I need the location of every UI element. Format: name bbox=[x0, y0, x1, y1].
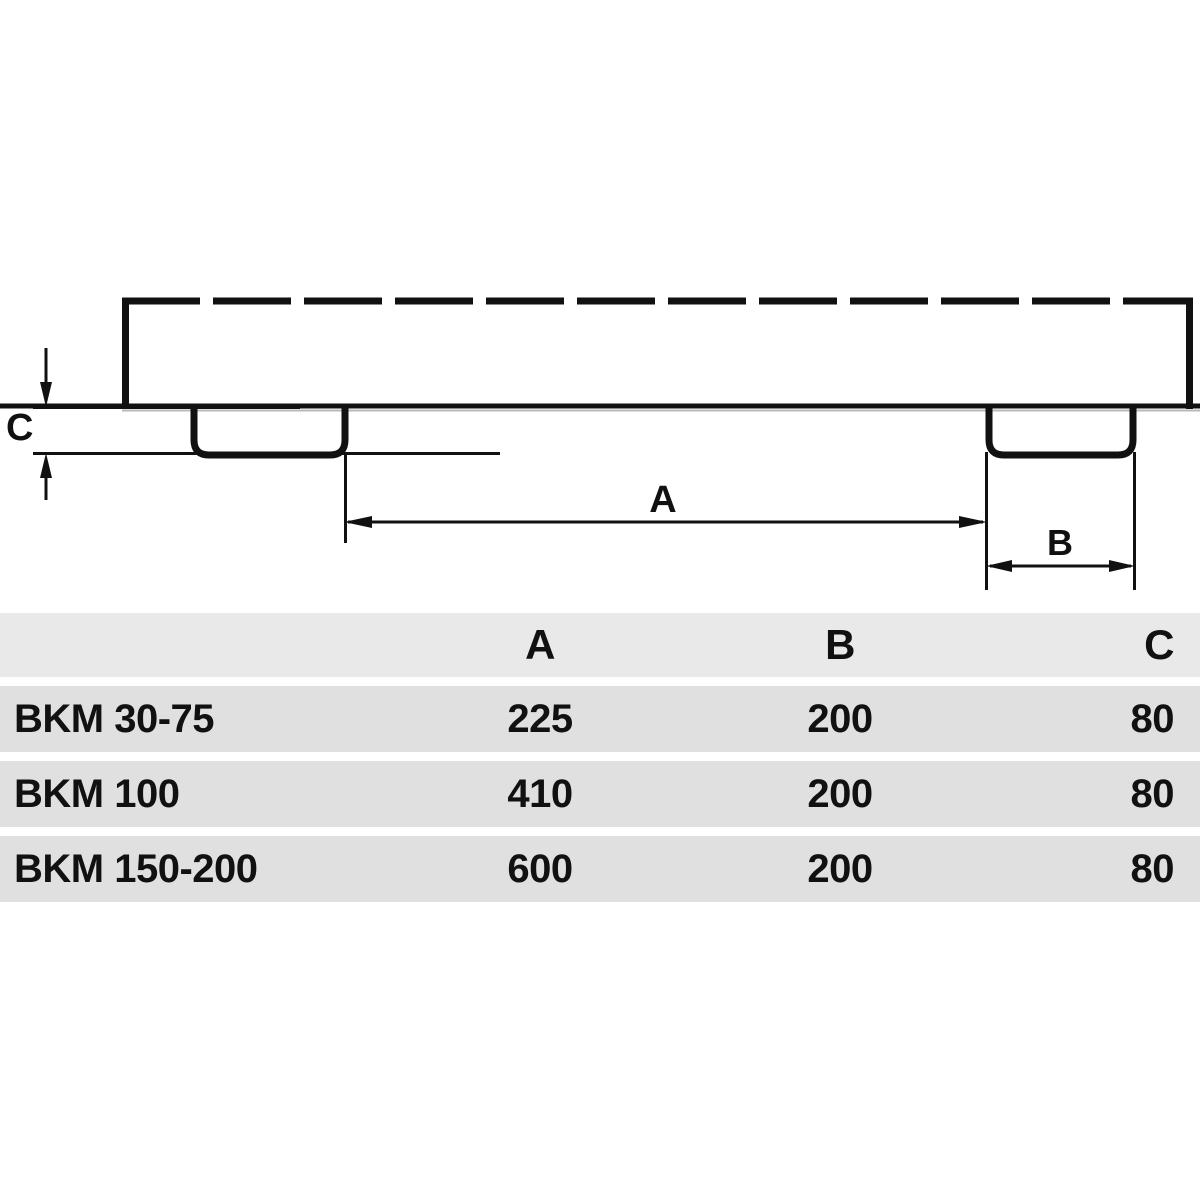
a-dimension-label: A bbox=[649, 479, 676, 521]
row-model-name: BKM 150-200 bbox=[14, 846, 258, 891]
row-model-name: BKM 30-75 bbox=[14, 696, 215, 741]
row-model-name: BKM 100 bbox=[14, 771, 180, 816]
right-foot-profile bbox=[985, 406, 1137, 459]
table-row: BKM 150-200 600 200 80 bbox=[0, 836, 1200, 902]
header-cell-b: B bbox=[825, 621, 855, 668]
table-header-row: A B C bbox=[0, 613, 1200, 677]
header-cell-c: C bbox=[1144, 621, 1174, 668]
row-value-a: 600 bbox=[507, 846, 573, 891]
row-value-b: 200 bbox=[807, 846, 873, 891]
row-value-a: 225 bbox=[507, 696, 573, 741]
table-row: BKM 30-75 225 200 80 bbox=[0, 686, 1200, 752]
row-value-b: 200 bbox=[807, 696, 873, 741]
dimension-table: A B C BKM 30-75 225 200 80 BKM 100 410 2… bbox=[0, 613, 1200, 911]
b-arrow-head-right bbox=[1109, 560, 1135, 572]
row-value-c: 80 bbox=[1130, 696, 1175, 741]
c-arrow-lower-head bbox=[40, 453, 52, 478]
technical-drawing: C A B bbox=[0, 297, 1200, 590]
b-dimension-label: B bbox=[1047, 522, 1073, 563]
a-arrow-head-right bbox=[959, 516, 987, 528]
header-cell-model bbox=[14, 613, 494, 677]
header-cell-a: A bbox=[525, 621, 555, 668]
table-row: BKM 100 410 200 80 bbox=[0, 761, 1200, 827]
row-value-c: 80 bbox=[1130, 771, 1175, 816]
b-arrow-head-left bbox=[986, 560, 1012, 572]
left-foot-profile bbox=[190, 406, 349, 459]
row-value-b: 200 bbox=[807, 771, 873, 816]
a-arrow-head-left bbox=[344, 516, 372, 528]
c-arrow-upper-head bbox=[40, 382, 52, 407]
row-value-c: 80 bbox=[1130, 846, 1175, 891]
row-value-a: 410 bbox=[507, 771, 573, 816]
c-dimension-label: C bbox=[6, 407, 33, 449]
